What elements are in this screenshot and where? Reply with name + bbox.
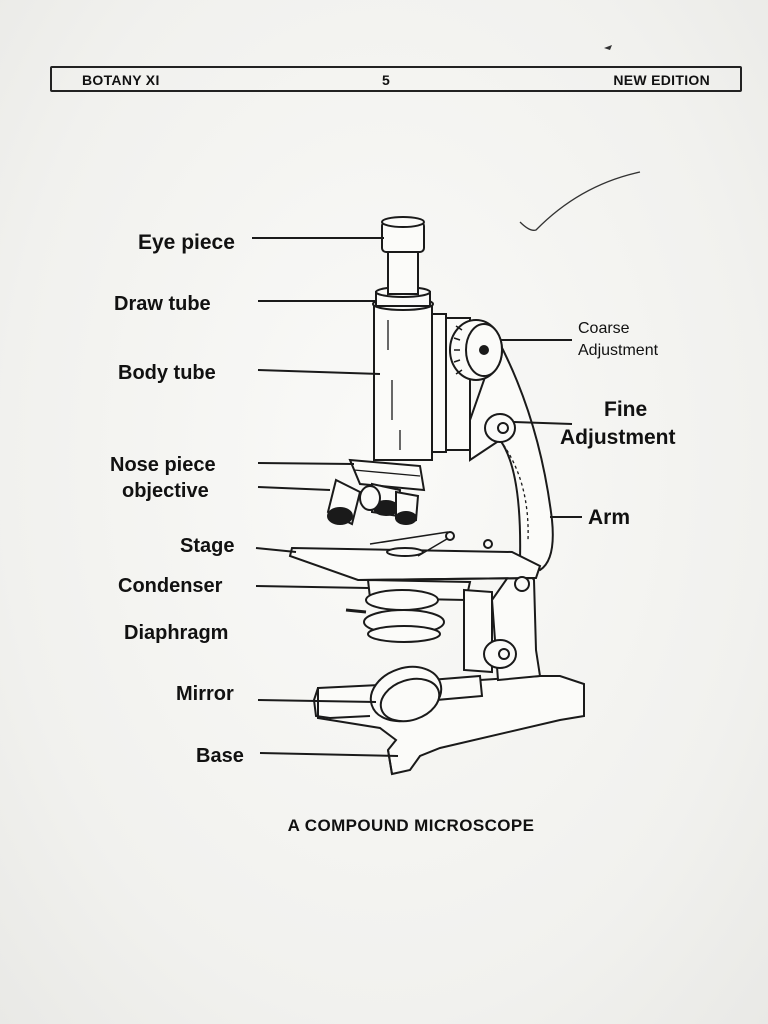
label-body-tube: Body tube [118, 362, 216, 384]
page-header: BOTANY XI 5 NEW EDITION [50, 66, 742, 92]
coarse-knob-hub [479, 345, 489, 355]
limb-rack [431, 313, 447, 453]
header-edition: NEW EDITION [613, 72, 710, 88]
label-nose-piece: Nose piece [110, 454, 216, 476]
label-objective: objective [122, 480, 209, 502]
label-fine-line2: Adjustment [560, 426, 676, 449]
label-eye-piece: Eye piece [138, 231, 235, 254]
objective-right-lens [395, 511, 417, 525]
body-tube-shading [387, 320, 401, 450]
base-front-edge [387, 749, 393, 775]
diaphragm-ring [367, 625, 441, 643]
leader-fine [513, 421, 573, 425]
objective-left-lens [327, 507, 353, 525]
leader-base [259, 752, 399, 757]
figure-caption: A COMPOUND MICROSCOPE [287, 816, 535, 835]
eyepiece-lens [381, 216, 425, 228]
stage-clip-screw-left [445, 531, 455, 541]
condenser-top [365, 589, 439, 611]
label-arm: Arm [588, 506, 630, 529]
body-tube-shape [373, 303, 433, 461]
eyepiece-barrel [387, 247, 419, 295]
coarse-knob-ridges [453, 325, 463, 375]
stage-aperture [386, 547, 424, 557]
mirror-face [379, 677, 441, 723]
objective-lenses [326, 478, 420, 526]
fine-knob-face [497, 422, 509, 434]
leader-stage [255, 547, 297, 553]
leader-objective [257, 486, 331, 491]
objective-ring [359, 485, 381, 511]
microscope-drawing [288, 216, 585, 776]
stage-side-screw [514, 576, 530, 592]
nosepiece-band [353, 469, 421, 477]
label-stage: Stage [180, 535, 234, 557]
leader-nose-piece [257, 462, 355, 465]
label-coarse-line1: Coarse [578, 320, 630, 337]
label-coarse-line2: Adjustment [578, 342, 659, 359]
arm-shape [469, 337, 554, 572]
leader-body-tube [257, 369, 381, 375]
label-mirror: Mirror [176, 683, 234, 705]
check-mark [519, 171, 641, 231]
label-diaphragm: Diaphragm [124, 622, 228, 644]
stage-clip-screw-right [483, 539, 493, 549]
nosepiece-shape [348, 458, 426, 492]
header-subject: BOTANY XI [82, 72, 160, 88]
label-fine-line1: Fine [604, 398, 647, 421]
leader-mirror [257, 699, 377, 703]
header-page-number: 5 [382, 72, 391, 88]
ink-speck [604, 45, 612, 50]
diaphragm-lever [345, 608, 367, 614]
leader-lines [252, 237, 582, 757]
substage-knob-face [498, 648, 510, 660]
label-draw-tube: Draw tube [114, 293, 211, 315]
base-left-foot [312, 687, 371, 720]
label-condenser: Condenser [118, 575, 223, 597]
label-base: Base [196, 745, 244, 767]
leader-condenser [255, 585, 369, 589]
arm-shading [499, 439, 529, 541]
